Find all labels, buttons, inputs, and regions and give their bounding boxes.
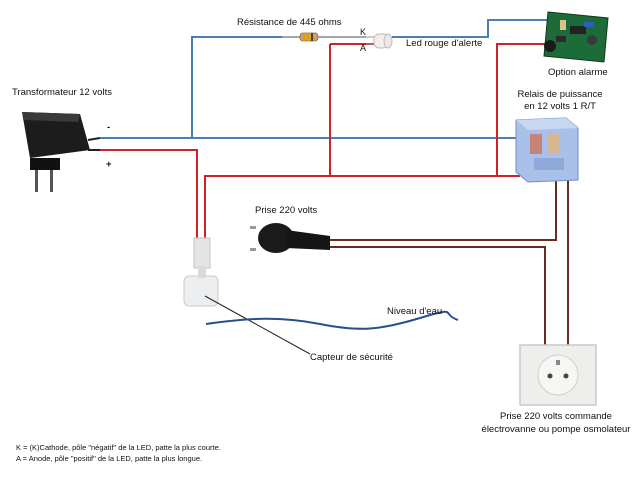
water-level-line xyxy=(205,310,459,330)
negative-terminal-label: - xyxy=(107,122,111,133)
legend-anode: A = Anode, pôle "positif" de la LED, pat… xyxy=(16,454,203,463)
relay-label-line1: Relais de puissance xyxy=(517,89,603,100)
resistor-icon xyxy=(282,32,366,42)
positive-sensor-wire-1 xyxy=(100,149,198,240)
positive-terminal-label: + xyxy=(106,159,112,170)
plug-label: Prise 220 volts xyxy=(255,205,318,216)
negative-alarm-wire xyxy=(392,19,548,38)
alarm-board-icon xyxy=(543,11,609,63)
float-sensor-icon xyxy=(183,237,219,307)
alarm-label: Option alarme xyxy=(548,67,608,78)
negative-resistor-wire xyxy=(191,36,282,138)
legend-cathode: K = (K)Cathode, pôle "négatif" de la LED… xyxy=(16,443,221,452)
led-label: Led rouge d'alerte xyxy=(406,38,483,49)
mains-wires xyxy=(330,180,569,345)
led-cathode-label: K xyxy=(360,27,367,37)
positive-wires xyxy=(100,43,548,240)
wall-socket-icon xyxy=(519,344,597,406)
plug-icon xyxy=(250,223,330,253)
sensor-pointer-line xyxy=(204,295,311,355)
transformer-icon xyxy=(22,112,101,192)
mains-wire-socket-1 xyxy=(330,246,546,345)
socket-label-line2: électrovanne ou pompe osmolateur xyxy=(481,424,631,435)
relay-icon xyxy=(515,117,579,183)
mains-wire-relay xyxy=(330,180,557,241)
led-icon xyxy=(366,33,393,49)
socket-label-line1: Prise 220 volts commande xyxy=(500,411,612,422)
water-level-label: Niveau d'eau xyxy=(387,306,443,317)
resistor-label: Résistance de 445 ohms xyxy=(237,17,342,28)
positive-relay-wire xyxy=(204,175,520,240)
negative-wires xyxy=(100,19,548,139)
sensor-label: Capteur de sécurité xyxy=(310,352,393,363)
led-anode-label: A xyxy=(360,43,367,53)
relay-label-line2: en 12 volts 1 R/T xyxy=(524,101,596,112)
positive-alarm-wire xyxy=(496,43,548,176)
transformer-label: Transformateur 12 volts xyxy=(12,87,112,98)
